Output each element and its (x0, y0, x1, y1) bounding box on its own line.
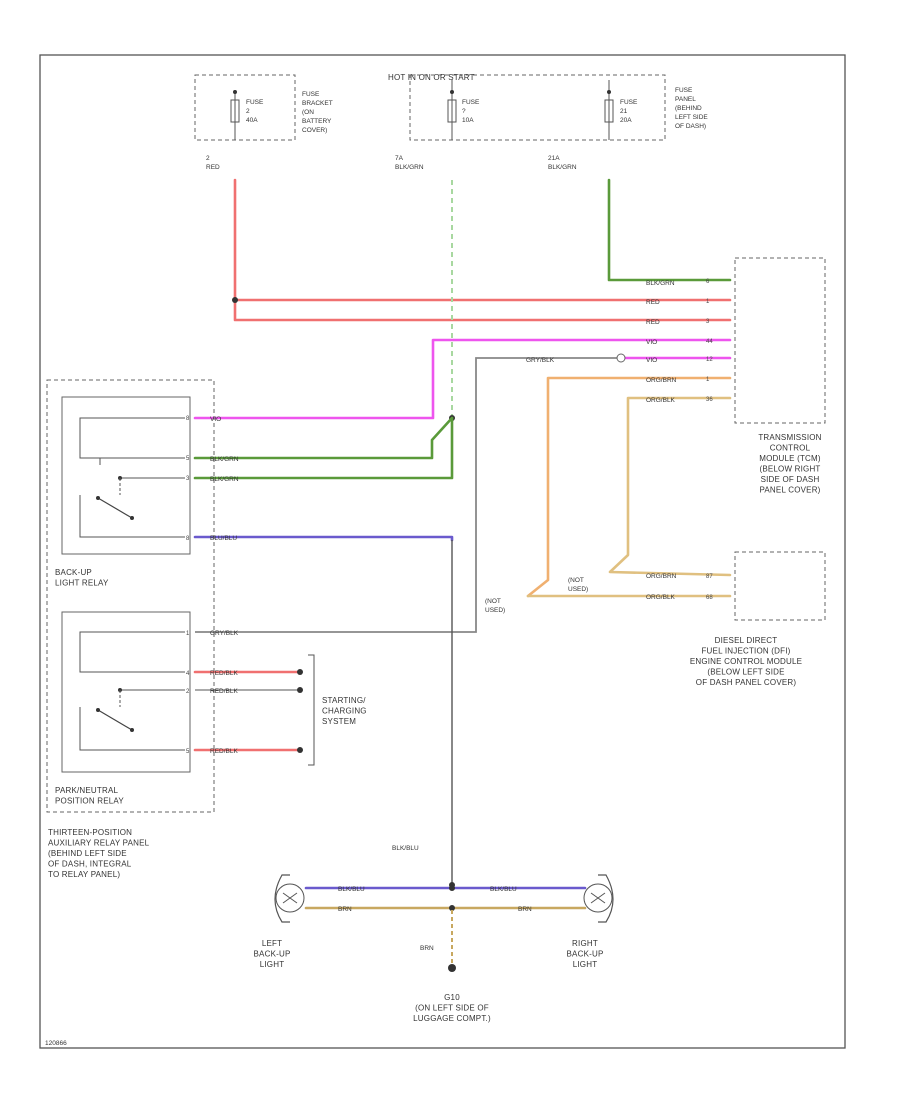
wire-blue (193, 535, 454, 542)
svg-text:6: 6 (706, 279, 710, 285)
svg-text:36: 36 (706, 397, 713, 403)
tcm-pins: 6 1 3 44 12 1 36 (706, 279, 713, 403)
relay-wire-vio: VIO (210, 416, 221, 423)
lamp-right-wire-1: BLK/BLU (490, 886, 517, 893)
lamp-right-wire-2: BRN (518, 906, 532, 913)
hot-label: HOT IN ON OR START (388, 73, 475, 82)
pn-wire-red2: RED/BLK (210, 688, 238, 695)
tcm-wire-1: BLK/GRN (646, 280, 675, 287)
svg-text:5: 5 (186, 456, 190, 462)
tcm-wire-3: RED (646, 319, 660, 326)
svg-text:3: 3 (186, 476, 190, 482)
wire-green-relay-1 (193, 416, 454, 460)
svg-text:8: 8 (186, 416, 190, 422)
svg-text:1: 1 (706, 377, 710, 383)
tcm-wire-7: ORG/BLK (646, 397, 676, 404)
pn-wire-red3: RED/BLK (210, 748, 238, 755)
tcm-wire-4: VIO (646, 339, 657, 346)
backup-relay-pins: 8 5 3 8 (186, 416, 190, 542)
fuse-mid: FUSE?10A (447, 80, 480, 140)
wire-gray (195, 357, 618, 633)
svg-text:1: 1 (186, 631, 190, 637)
wire-red (233, 178, 732, 322)
wire-green-tcm (607, 178, 732, 282)
bv-vertical-label: BLK/BLU (392, 845, 419, 852)
backup-relay-box (61, 396, 191, 555)
backup-relay-internal (79, 417, 185, 538)
svg-text:68: 68 (706, 595, 713, 601)
aux-panel-box (46, 379, 215, 813)
svg-text:87: 87 (706, 574, 713, 580)
relay-wire-blu: BLU/BLU (210, 535, 237, 542)
tcm-wire-5b: VIO (646, 357, 657, 364)
svg-text:5: 5 (186, 749, 190, 755)
fuse-box-left (194, 74, 296, 141)
tcm-box (734, 257, 826, 424)
wire-orange-2 (608, 396, 732, 577)
right-backup-light (583, 874, 614, 923)
pn-wire-red1: RED/BLK (210, 670, 238, 677)
lamp-left-wire-1: BLK/BLU (338, 886, 365, 893)
svg-text:4: 4 (186, 671, 190, 677)
tcm-wire-2: RED (646, 299, 660, 306)
ecm-wire-2: ORG/BLK (646, 594, 676, 601)
fuse-box-right (409, 74, 666, 141)
wire-green-relay-2 (193, 416, 454, 480)
ground-point (448, 964, 456, 972)
svg-text:3: 3 (706, 319, 710, 325)
tcm-wire-5: GRY/BLK (526, 357, 555, 364)
pn-relay-pins: 1 4 2 5 (186, 631, 190, 755)
ecm-box (734, 551, 826, 621)
tcm-wire-6: ORG/BRN (646, 377, 677, 384)
lamp-left-wire-2: BRN (338, 906, 352, 913)
corner-code: 120866 (45, 1040, 67, 1047)
svg-text:1: 1 (706, 299, 710, 305)
pn-relay-internal (79, 631, 185, 751)
relay-wire-grn1: BLK/GRN (210, 456, 239, 463)
svg-text:12: 12 (706, 357, 713, 363)
relay-wire-grn2: BLK/GRN (210, 476, 239, 483)
ecm-wire-1: ORG/BRN (646, 573, 677, 580)
svg-text:8: 8 (186, 536, 190, 542)
pn-wire-gry: GRY/BLK (210, 630, 239, 637)
ground-wire-label: BRN (420, 945, 434, 952)
left-backup-light (274, 874, 305, 923)
wire-violet (193, 338, 732, 420)
wire-orange (526, 376, 732, 598)
svg-text:FUSE?10A: FUSE?10A (462, 99, 480, 124)
svg-text:44: 44 (706, 339, 713, 345)
svg-text:2: 2 (186, 689, 190, 695)
starting-bracket (308, 654, 315, 766)
diagram-frame (39, 54, 846, 1049)
pn-relay-box (61, 611, 191, 773)
